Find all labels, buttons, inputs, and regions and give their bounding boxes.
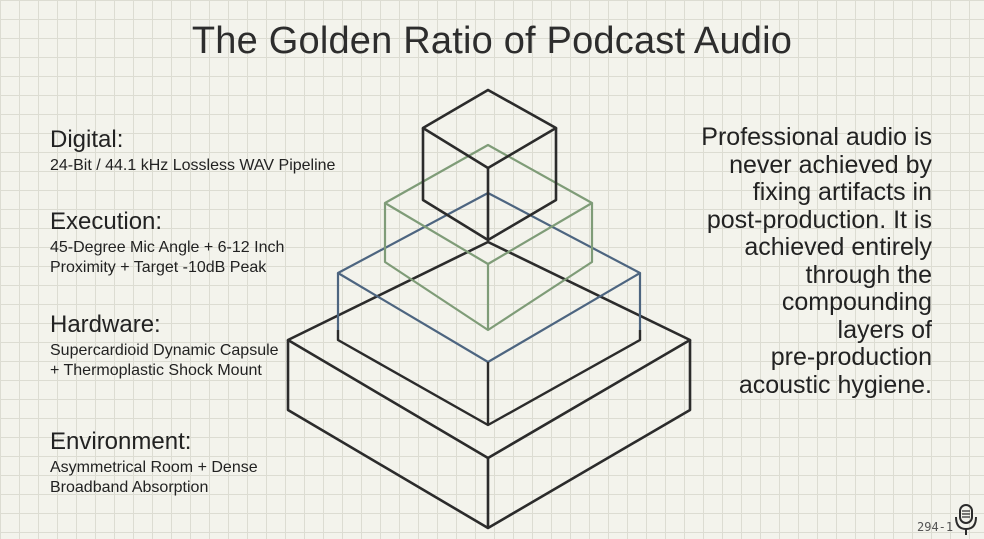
- layer-execution: Execution: 45-Degree Mic Angle + 6-12 In…: [50, 208, 284, 278]
- pyramid-tier-digital: [421, 88, 558, 242]
- microphone-icon: [955, 504, 977, 535]
- layer-description-line: 24-Bit / 44.1 kHz Lossless WAV Pipeline: [50, 157, 336, 174]
- layer-description: Asymmetrical Room + Dense Broadband Abso…: [50, 458, 258, 498]
- summary-line: pre-production: [770, 343, 932, 371]
- summary-line: post-production. It is: [706, 205, 932, 234]
- summary-line: acoustic hygiene.: [738, 370, 932, 399]
- layer-description: Supercardioid Dynamic Capsule + Thermopl…: [50, 341, 279, 381]
- layer-heading: Hardware:: [50, 311, 161, 338]
- summary-text: Professional audio is never achieved by …: [632, 123, 933, 399]
- layer-digital: Digital: 24-Bit / 44.1 kHz Lossless WAV …: [50, 126, 335, 176]
- summary-line: achieved entirely: [744, 233, 932, 261]
- layer-description-line: Asymmetrical Room + Dense: [50, 459, 258, 476]
- layer-environment: Environment: Asymmetrical Room + Dense B…: [50, 428, 258, 498]
- layer-description: 45-Degree Mic Angle + 6-12 Inch Proximit…: [50, 238, 284, 278]
- pyramid-tier-execution: [383, 143, 594, 332]
- summary-line: through the: [805, 260, 933, 289]
- summary-line: Professional audio is: [701, 123, 932, 151]
- layer-heading: Execution:: [50, 208, 163, 235]
- layer-description-line: 45-Degree Mic Angle + 6-12 Inch: [50, 239, 285, 256]
- layer-description-line: + Thermoplastic Shock Mount: [50, 362, 262, 379]
- summary-line: never achieved by: [729, 150, 932, 179]
- layer-heading: Environment:: [50, 428, 192, 455]
- summary-line: fixing artifacts in: [752, 178, 932, 206]
- footer-code: 294-1: [917, 520, 954, 534]
- page-title: The Golden Ratio of Podcast Audio: [191, 20, 793, 62]
- layer-description-line: Broadband Absorption: [50, 479, 209, 496]
- pyramid-tier-hardware-front: [336, 330, 642, 427]
- layer-description: 24-Bit / 44.1 kHz Lossless WAV Pipeline: [50, 156, 335, 176]
- pyramid-tier-hardware: [336, 191, 642, 364]
- pyramid-tier-environment: [286, 240, 692, 530]
- layer-description-line: Supercardioid Dynamic Capsule: [50, 342, 279, 359]
- layer-hardware: Hardware: Supercardioid Dynamic Capsule …: [50, 311, 279, 381]
- layer-description-line: Proximity + Target -10dB Peak: [50, 259, 267, 276]
- layer-heading: Digital:: [50, 126, 124, 153]
- summary-line: compounding: [781, 288, 932, 316]
- summary-line: layers of: [837, 315, 932, 344]
